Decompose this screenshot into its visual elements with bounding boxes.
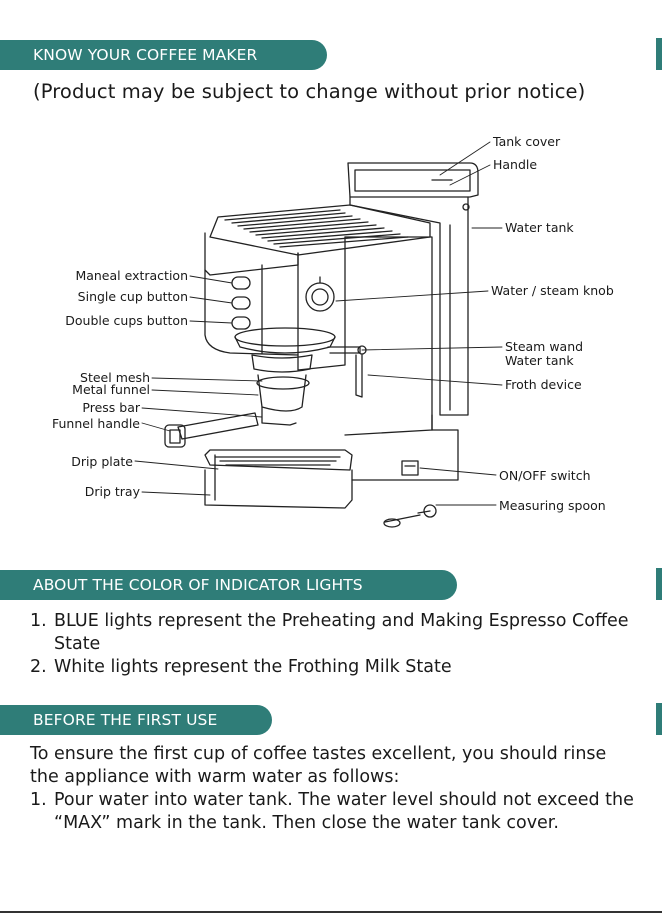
section-title: ABOUT THE COLOR OF INDICATOR LIGHTS: [33, 576, 363, 594]
water-tank-drawing: [347, 162, 479, 416]
label-press-bar: Press bar: [82, 400, 140, 415]
list-text: BLUE lights represent the Preheating and…: [54, 611, 629, 654]
label-double-cups-button: Double cups button: [65, 313, 188, 328]
product-note: (Product may be subject to change withou…: [33, 80, 586, 103]
label-measuring-spoon: Measuring spoon: [499, 498, 606, 513]
machine-body: [164, 204, 459, 528]
label-funnel-handle: Funnel handle: [51, 416, 140, 431]
label-metal-funnel: Metal funnel: [72, 382, 150, 397]
label-water-tank: Water tank: [505, 220, 574, 235]
label-steel-mesh: Steel mesh: [80, 370, 150, 385]
label-drip-tray: Drip tray: [84, 484, 140, 499]
section-title: BEFORE THE FIRST USE: [33, 711, 218, 729]
first-use-steps: 1. Pour water into water tank. The water…: [30, 789, 640, 835]
list-item: 1. BLUE lights represent the Preheating …: [30, 610, 640, 656]
page-edge-tab: [656, 703, 662, 735]
label-water-steam-knob: Water / steam knob: [491, 283, 614, 298]
label-froth-device: Froth device: [505, 377, 582, 392]
leader-lines: [134, 141, 503, 506]
section-title: KNOW YOUR COFFEE MAKER: [33, 46, 258, 64]
label-drip-plate: Drip plate: [71, 454, 133, 469]
section-banner-first-use: BEFORE THE FIRST USE: [0, 705, 272, 735]
page-edge-tab: [656, 38, 662, 70]
intro-text: To ensure the first cup of coffee tastes…: [30, 744, 607, 787]
page-edge-tab: [656, 568, 662, 600]
label-water-tank-2: Water tank: [505, 353, 574, 368]
first-use-intro: To ensure the first cup of coffee tastes…: [30, 743, 640, 835]
section-banner-know: KNOW YOUR COFFEE MAKER: [0, 40, 327, 70]
list-text: Pour water into water tank. The water le…: [54, 790, 634, 833]
label-handle: Handle: [493, 157, 538, 172]
list-text: White lights represent the Frothing Milk…: [54, 657, 452, 677]
indicator-lights-list: 1. BLUE lights represent the Preheating …: [30, 610, 640, 679]
list-number: 2.: [30, 657, 47, 677]
list-number: 1.: [30, 790, 47, 810]
label-tank-cover: Tank cover: [493, 134, 561, 149]
list-item: 1. Pour water into water tank. The water…: [30, 789, 640, 835]
label-on-off-switch: ON/OFF switch: [499, 468, 591, 483]
coffee-maker-illustration: [134, 141, 503, 528]
list-item: 2. White lights represent the Frothing M…: [30, 656, 640, 679]
footer-rule: [0, 911, 662, 913]
label-manual-extraction: Maneal extraction: [75, 268, 188, 283]
label-single-cup-button: Single cup button: [77, 289, 188, 304]
coffee-maker-diagram: Tank cover Handle Water tank Maneal extr…: [0, 125, 662, 545]
section-banner-indicator-lights: ABOUT THE COLOR OF INDICATOR LIGHTS: [0, 570, 457, 600]
list-number: 1.: [30, 611, 47, 631]
label-steam-wand: Steam wand: [505, 339, 584, 354]
